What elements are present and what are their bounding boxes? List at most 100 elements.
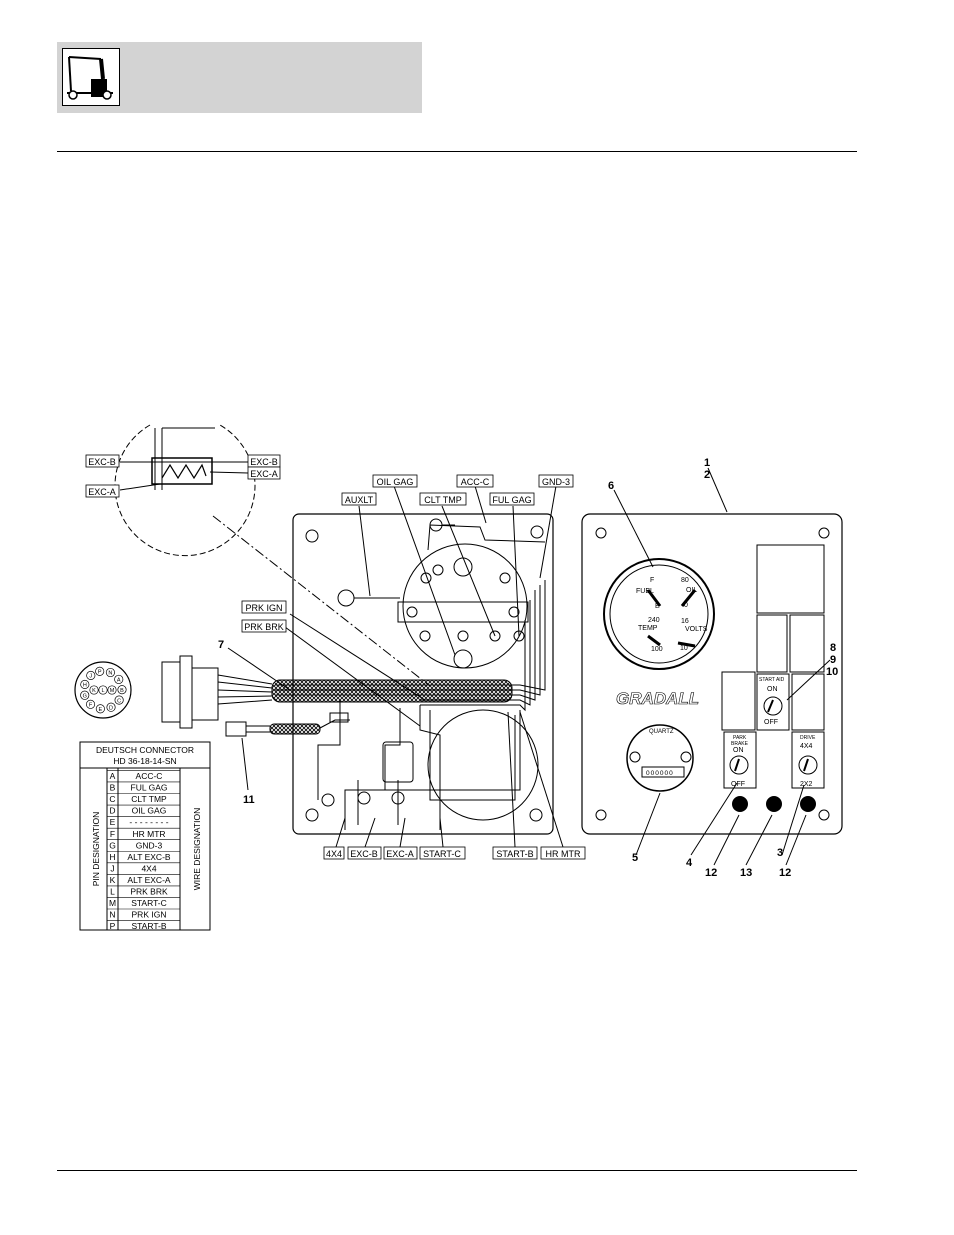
connector-pin [85, 699, 96, 709]
label-auxlt: AUXLT [345, 495, 374, 505]
label-clt-tmp: CLT TMP [424, 495, 462, 505]
table-pin-cell: D [109, 806, 115, 816]
connector-pin [95, 704, 105, 714]
table-title-1: DEUTSCH CONNECTOR [96, 745, 194, 755]
table-pin-cell: C [109, 794, 115, 804]
connector-pin [80, 679, 90, 689]
boom-lift-icon [62, 48, 120, 106]
table-pin-cell: G [109, 840, 116, 850]
table-pin-cell: J [110, 863, 114, 873]
table-wire-cell: START-B [131, 921, 166, 931]
gauge-fuel-label: FUEL [636, 588, 654, 595]
table-wire-cell: ALT EXC-A [127, 875, 170, 885]
park-brake-on: ON [733, 747, 744, 754]
start-aid-label: START AID [759, 677, 785, 683]
connector-pin-label: F [89, 703, 93, 709]
connector-pin [117, 685, 127, 695]
connector-pin-label: N [108, 671, 112, 677]
pin-designation-header: PIN DESIGNATION [91, 812, 101, 886]
connector-pin-label: J [89, 674, 92, 680]
connector-pin [89, 685, 99, 695]
top-rule [57, 151, 857, 152]
callout-7: 7 [218, 639, 224, 651]
connector-pin [95, 666, 105, 676]
callout-10: 10 [826, 666, 838, 678]
gauge-0-label: 0 [684, 602, 688, 609]
wire-label-boxes [85, 454, 586, 860]
connector-pin [107, 685, 117, 695]
table-wire-cell: 4X4 [141, 863, 156, 873]
gradall-logo: GRADALL [616, 689, 699, 708]
label-exc-a-bottom: EXC-A [386, 849, 414, 859]
start-aid-on: ON [767, 686, 778, 693]
connector-pin-label: B [120, 688, 124, 694]
table-wire-cell: FUL GAG [131, 783, 168, 793]
connector-pin [106, 702, 116, 712]
connector-pin [80, 690, 90, 700]
connector-pin-label: C [117, 698, 121, 704]
table-pin-cell: K [110, 875, 116, 885]
table-wire-cell: - - - - - - - - [129, 817, 168, 827]
gauge-volts-label: VOLTS [685, 626, 708, 633]
connector-pin [114, 674, 124, 684]
drive-4x4: 4X4 [800, 743, 813, 750]
connector-pin-label: D [109, 705, 113, 711]
callout-12b: 12 [779, 867, 791, 879]
gauge-100-label: 100 [651, 646, 663, 653]
label-exc-a-right: EXC-A [250, 469, 278, 479]
label-prk-ign: PRK IGN [245, 603, 282, 613]
connector-pin-label: G [83, 693, 87, 699]
connector-pin-label: L [101, 688, 104, 694]
gauge-e-label: E [655, 603, 660, 610]
connector-pin [86, 670, 96, 680]
callout-13: 13 [740, 867, 752, 879]
start-aid-off: OFF [764, 719, 778, 726]
callout-9: 9 [830, 654, 836, 666]
indicator-lights [732, 796, 816, 812]
detail-magnifier [114, 424, 431, 687]
label-hr-mtr: HR MTR [546, 849, 581, 859]
deutsch-table [79, 741, 211, 931]
label-oil-gag: OIL GAG [377, 477, 414, 487]
harness-sleeves [269, 679, 513, 735]
connector-pin-label: K [92, 688, 96, 694]
drive-2x2: 2X2 [800, 781, 813, 788]
callout-4: 4 [686, 857, 693, 869]
connector-pin-label: E [99, 707, 103, 713]
gauge-temp-label: TEMP [638, 625, 658, 632]
connector-pin-label: H [83, 683, 87, 689]
connector-pin [98, 685, 108, 695]
label-start-c: START-C [423, 849, 461, 859]
table-pin-cell: H [109, 852, 115, 862]
label-prk-brk: PRK BRK [244, 622, 284, 632]
gauge-80-label: 80 [681, 577, 689, 584]
label-gnd-3: GND-3 [542, 477, 570, 487]
gauge-f-label: F [650, 577, 654, 584]
callout-5: 5 [632, 852, 638, 864]
connector-pin [114, 695, 124, 705]
table-wire-cell: HR MTR [132, 829, 165, 839]
table-pin-cell: F [110, 829, 115, 839]
table-title-2: HD 36-18-14-SN [113, 756, 176, 766]
table-wire-cell: CLT TMP [131, 794, 167, 804]
drive-label: DRIVE [800, 735, 816, 741]
table-pin-cell: L [110, 887, 115, 897]
deutsch-connector [74, 655, 350, 737]
connector-pin-label: A [117, 678, 121, 684]
table-pin-cell: E [110, 817, 116, 827]
table-wire-cell: START-C [131, 898, 167, 908]
table-pin-cell: B [110, 783, 116, 793]
connector-pin-label: P [98, 669, 102, 675]
label-4x4: 4X4 [326, 849, 342, 859]
table-pin-cell: A [110, 771, 116, 781]
park-brake-off: OFF [731, 781, 745, 788]
callout-12a: 12 [705, 867, 717, 879]
table-pin-cell: M [109, 898, 116, 908]
label-exc-b-left: EXC-B [88, 457, 116, 467]
quartz-label: QUARTZ [649, 729, 674, 735]
bottom-rule [57, 1170, 857, 1171]
callout-3: 3 [777, 847, 783, 859]
hour-meter-digits: 000000 [646, 770, 674, 777]
